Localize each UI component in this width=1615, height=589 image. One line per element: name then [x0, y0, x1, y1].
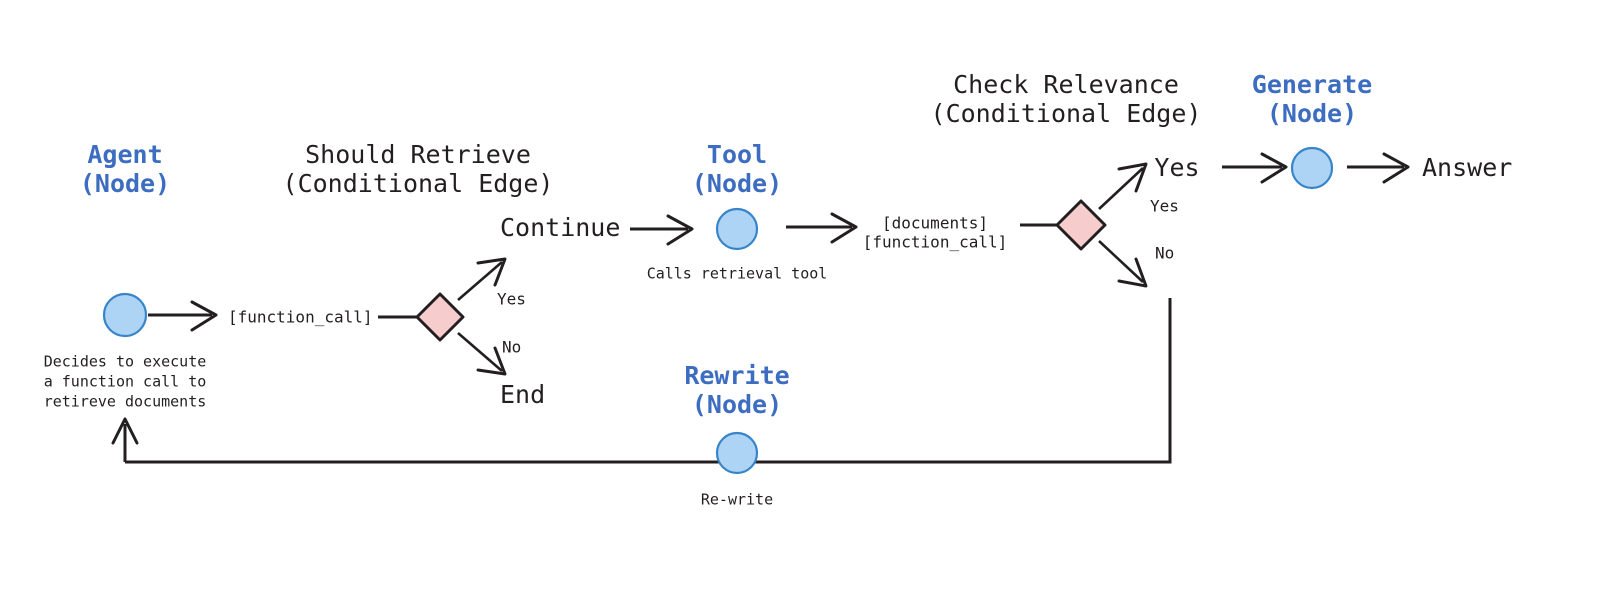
tool-output-token-line-2: [function_call] [863, 233, 1008, 252]
generate-node-title: Generate [1252, 70, 1372, 99]
tool-node-circle[interactable] [715, 207, 759, 251]
feedback-loop-arrow-head [111, 417, 139, 462]
generate-to-answer-arrow [1347, 152, 1410, 184]
agent-node-title-sub: (Node) [80, 169, 170, 198]
tool-node-title: Tool [707, 140, 767, 169]
check-relevance-title-sub: (Conditional Edge) [931, 99, 1202, 128]
rewrite-node-circle[interactable] [715, 431, 759, 475]
check-relevance-title: Check Relevance [953, 70, 1179, 99]
agent-to-function-call-arrow [148, 300, 218, 332]
generate-node-title-sub: (Node) [1267, 99, 1357, 128]
should-retrieve-decision-diamond[interactable] [415, 292, 465, 342]
agent-caption-line-2: a function call to [44, 373, 207, 391]
should-retrieve-yes-arrow [457, 257, 507, 301]
answer-label: Answer [1422, 153, 1512, 182]
yes-to-generate-arrow [1222, 152, 1288, 184]
agent-node-title: Agent [87, 140, 162, 169]
agent-caption-line-1: Decides to execute [44, 353, 207, 371]
rewrite-caption: Re-write [701, 491, 773, 509]
should-retrieve-title: Should Retrieve [305, 140, 531, 169]
check-relevance-decision-diamond[interactable] [1055, 199, 1107, 251]
check-relevance-no-arrow [1098, 240, 1148, 288]
end-label: End [500, 380, 545, 409]
continue-to-tool-arrow [630, 214, 694, 246]
should-retrieve-yes-label: Yes [497, 290, 526, 309]
check-relevance-yes-label: Yes [1150, 197, 1179, 216]
should-retrieve-no-arrow [457, 332, 507, 376]
agent-caption-line-3: retireve documents [44, 393, 207, 411]
tool-to-documents-arrow [786, 212, 858, 244]
yes-big-label: Yes [1154, 153, 1199, 182]
should-retrieve-no-label: No [502, 338, 521, 357]
tool-node-title-sub: (Node) [692, 169, 782, 198]
check-relevance-no-label: No [1155, 244, 1174, 263]
tool-caption: Calls retrieval tool [647, 265, 828, 283]
generate-node-circle[interactable] [1290, 146, 1334, 190]
check-relevance-yes-arrow [1098, 162, 1148, 210]
should-retrieve-title-sub: (Conditional Edge) [283, 169, 554, 198]
rewrite-feedback-loop-path [125, 298, 1172, 464]
rewrite-node-title: Rewrite [684, 361, 789, 390]
continue-label: Continue [500, 213, 620, 242]
rewrite-node-title-sub: (Node) [692, 390, 782, 419]
tool-output-token-line-1: [documents] [882, 214, 988, 233]
agent-output-token-label: [function_call] [228, 308, 373, 327]
agent-node-circle[interactable] [102, 292, 148, 338]
